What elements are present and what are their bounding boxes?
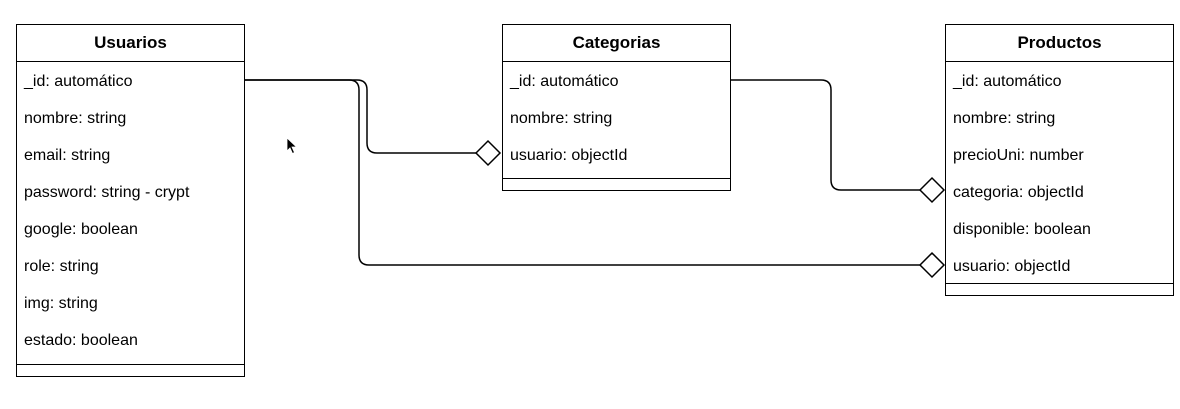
entity-categorias-methods-compartment xyxy=(503,178,730,190)
attribute-usuarios-img[interactable]: img: string xyxy=(24,295,98,312)
relationship-usuarios-categorias xyxy=(244,79,476,154)
attribute-usuarios-id[interactable]: _id: automático xyxy=(24,73,133,90)
entity-categorias-title: Categorias xyxy=(503,25,730,62)
attribute-usuarios-estado[interactable]: estado: boolean xyxy=(24,332,138,349)
entity-categorias[interactable]: Categorias _id: automático nombre: strin… xyxy=(502,24,731,191)
attribute-usuarios-google[interactable]: google: boolean xyxy=(24,221,138,238)
attribute-categorias-usuario[interactable]: usuario: objectId xyxy=(510,147,628,164)
entity-usuarios-title: Usuarios xyxy=(17,25,244,62)
entity-productos[interactable]: Productos _id: automático nombre: string… xyxy=(945,24,1174,296)
attribute-categorias-nombre[interactable]: nombre: string xyxy=(510,110,613,127)
aggregation-diamond-productos-categoria xyxy=(918,176,946,204)
attribute-usuarios-nombre[interactable]: nombre: string xyxy=(24,110,127,127)
aggregation-diamond-productos-usuario xyxy=(918,251,946,279)
attribute-productos-usuario[interactable]: usuario: objectId xyxy=(953,258,1071,275)
attribute-categorias-id[interactable]: _id: automático xyxy=(510,73,619,90)
mouse-pointer-icon xyxy=(286,137,298,155)
attribute-usuarios-role[interactable]: role: string xyxy=(24,258,99,275)
attribute-usuarios-password[interactable]: password: string - crypt xyxy=(24,184,190,201)
attribute-usuarios-email[interactable]: email: string xyxy=(24,147,111,164)
entity-categorias-attributes: _id: automático nombre: string usuario: … xyxy=(503,62,730,174)
aggregation-diamond-categorias-usuario xyxy=(474,139,502,167)
entity-usuarios[interactable]: Usuarios _id: automático nombre: string … xyxy=(16,24,245,377)
entity-productos-title: Productos xyxy=(946,25,1173,62)
entity-productos-methods-compartment xyxy=(946,283,1173,295)
attribute-productos-id[interactable]: _id: automático xyxy=(953,73,1062,90)
attribute-productos-categoria[interactable]: categoria: objectId xyxy=(953,184,1084,201)
attribute-productos-preciouni[interactable]: precioUni: number xyxy=(953,147,1084,164)
entity-usuarios-attributes: _id: automático nombre: string email: st… xyxy=(17,62,244,359)
attribute-productos-nombre[interactable]: nombre: string xyxy=(953,110,1056,127)
attribute-productos-disponible[interactable]: disponible: boolean xyxy=(953,221,1091,238)
relationship-categorias-productos xyxy=(731,79,920,191)
entity-productos-attributes: _id: automático nombre: string precioUni… xyxy=(946,62,1173,285)
entity-usuarios-methods-compartment xyxy=(17,364,244,376)
